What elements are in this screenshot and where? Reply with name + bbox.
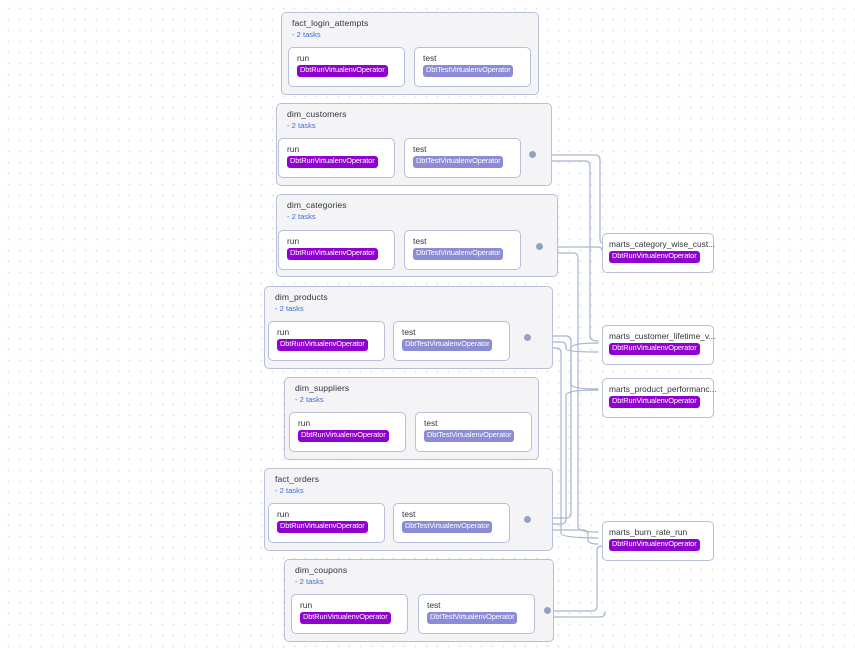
task-node-label: test <box>424 418 438 428</box>
task-node-label: run <box>300 600 313 610</box>
operator-badge: DbtRunVirtualenvOperator <box>287 248 378 260</box>
mart-node-label: marts_category_wise_cust... <box>609 239 716 249</box>
operator-badge: DbtTestVirtualenvOperator <box>424 430 515 442</box>
mart-node-marts_customer_lifetime_v[interactable]: marts_customer_lifetime_v... DbtRunVirtua… <box>602 325 716 365</box>
operator-badge: DbtRunVirtualenvOperator <box>609 539 700 551</box>
task-node-label: test <box>413 236 427 246</box>
group-output-connector-dot[interactable] <box>524 516 531 523</box>
task-node-label: run <box>287 144 300 154</box>
task-node-label: test <box>402 327 416 337</box>
task-group-title: dim_customers <box>287 109 347 119</box>
task-group-task-count[interactable]: - 2 tasks <box>295 395 324 404</box>
task-node-label: test <box>413 144 427 154</box>
operator-badge: DbtTestVirtualenvOperator <box>427 612 518 624</box>
mart-node-label: marts_product_performanc... <box>609 384 717 394</box>
operator-badge: DbtTestVirtualenvOperator <box>402 339 493 351</box>
operator-badge: DbtRunVirtualenvOperator <box>609 251 700 263</box>
task-group-title: fact_login_attempts <box>292 18 369 28</box>
task-group-task-count[interactable]: - 2 tasks <box>292 30 321 39</box>
operator-badge: DbtRunVirtualenvOperator <box>277 521 368 533</box>
task-node-label: run <box>277 509 290 519</box>
task-node-label: run <box>287 236 300 246</box>
task-node-label: run <box>277 327 290 337</box>
group-output-connector-dot[interactable] <box>524 334 531 341</box>
operator-badge: DbtTestVirtualenvOperator <box>423 65 514 77</box>
operator-badge: DbtRunVirtualenvOperator <box>300 612 391 624</box>
task-node-label: test <box>423 53 437 63</box>
task-group-task-count[interactable]: - 2 tasks <box>275 486 304 495</box>
task-node-label: run <box>298 418 311 428</box>
mart-node-label: marts_burn_rate_run <box>609 527 688 537</box>
operator-badge: DbtRunVirtualenvOperator <box>297 65 388 77</box>
edge-coupons-to-burn <box>550 545 603 612</box>
operator-badge: DbtRunVirtualenvOperator <box>277 339 368 351</box>
mart-node-marts_product_performanc[interactable]: marts_product_performanc... DbtRunVirtual… <box>602 378 717 418</box>
task-group-title: dim_products <box>275 292 328 302</box>
group-output-connector-dot[interactable] <box>536 243 543 250</box>
mart-node-label: marts_customer_lifetime_v... <box>609 331 716 341</box>
mart-node-marts_category_wise_cust[interactable]: marts_category_wise_cust... DbtRunVirtual… <box>602 233 716 273</box>
task-group-task-count[interactable]: - 2 tasks <box>287 212 316 221</box>
task-node-label: test <box>402 509 416 519</box>
operator-badge: DbtRunVirtualenvOperator <box>287 156 378 168</box>
task-group-task-count[interactable]: - 2 tasks <box>287 121 316 130</box>
task-group-task-count[interactable]: - 2 tasks <box>295 577 324 586</box>
operator-badge: DbtTestVirtualenvOperator <box>413 248 504 260</box>
task-group-title: fact_orders <box>275 474 320 484</box>
edge-coupons-lane <box>550 611 606 618</box>
group-output-connector-dot[interactable] <box>544 607 551 614</box>
operator-badge: DbtTestVirtualenvOperator <box>402 521 493 533</box>
task-group-title: dim_categories <box>287 200 347 210</box>
operator-badge: DbtRunVirtualenvOperator <box>298 430 389 442</box>
task-node-label: test <box>427 600 441 610</box>
operator-badge: DbtTestVirtualenvOperator <box>413 156 504 168</box>
task-group-title: dim_coupons <box>295 565 348 575</box>
task-group-task-count[interactable]: - 2 tasks <box>275 304 304 313</box>
task-node-label: run <box>297 53 310 63</box>
operator-badge: DbtRunVirtualenvOperator <box>609 396 700 408</box>
group-output-connector-dot[interactable] <box>529 151 536 158</box>
operator-badge: DbtRunVirtualenvOperator <box>609 343 700 355</box>
task-group-title: dim_suppliers <box>295 383 350 393</box>
